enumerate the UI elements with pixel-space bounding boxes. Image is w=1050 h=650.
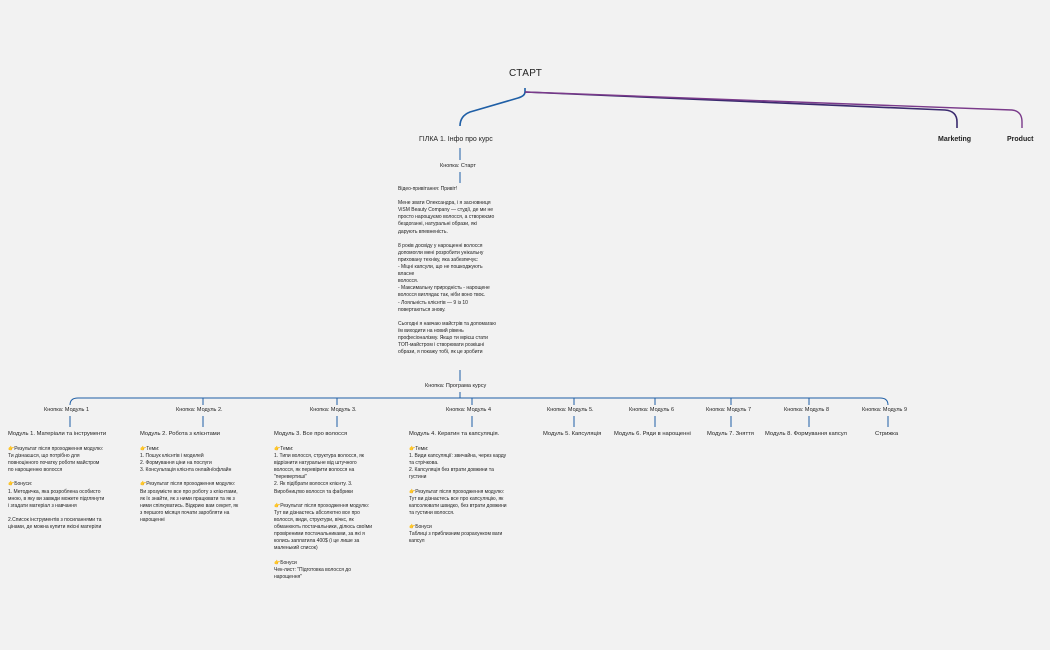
intro-text-node[interactable]: Відео-привітання: Привіт! Мене звати Оле…	[398, 186, 496, 356]
module-4-body[interactable]: 👉Теми: 1. Види капсуляції: звичайна, чер…	[409, 446, 507, 545]
edge-root-product	[524, 91, 1023, 128]
root-node[interactable]: СТАРТ	[509, 68, 543, 79]
module-6-button[interactable]: Кнопка: Модуль 6	[629, 407, 675, 413]
module-8-button[interactable]: Кнопка: Модуль 8	[784, 407, 830, 413]
branch-main[interactable]: ГІЛКА 1. Інфо про курс	[419, 136, 493, 143]
module-9-button[interactable]: Кнопка: Модуль 9	[862, 407, 908, 413]
module-1-body[interactable]: 👉Результат після проходження модулю: Ти …	[8, 446, 105, 531]
module-3-title[interactable]: Модуль 3. Все про волосся	[274, 431, 348, 437]
edge-root-main	[459, 88, 526, 127]
module-8-title[interactable]: Модуль 8. Формування капсул	[765, 431, 847, 437]
module-1-title[interactable]: Модуль 1. Матеріали та інструменти	[8, 431, 107, 437]
edge-root-marketing	[524, 91, 958, 128]
module-4-title[interactable]: Модуль 4. Кератин та капсуляція.	[409, 431, 500, 437]
edge-bus	[69, 397, 889, 406]
module-7-title[interactable]: Модуль 7. Зняття	[707, 431, 754, 437]
module-3-button[interactable]: Кнопка: Модуль 3.	[310, 407, 357, 413]
program-button-node[interactable]: Кнопка: Програма курсу	[425, 383, 487, 389]
module-5-title[interactable]: Модуль 5. Капсуляція	[543, 431, 602, 437]
module-4-button[interactable]: Кнопка: Модуль 4	[446, 407, 492, 413]
branch-product[interactable]: Product	[1007, 136, 1034, 143]
module-3-body[interactable]: 👉Теми: 1. Типи волосся, структура волосс…	[274, 446, 372, 580]
module-9-title[interactable]: Стрижка	[875, 431, 899, 437]
module-6-title[interactable]: Модуль 6. Ряди в нарощенні	[614, 431, 691, 437]
module-2-button[interactable]: Кнопка: Модуль 2.	[176, 407, 223, 413]
module-1-button[interactable]: Кнопка: Модуль 1	[44, 407, 90, 413]
branch-marketing[interactable]: Marketing	[938, 136, 972, 143]
module-2-title[interactable]: Модуль 2. Робота з клієнтами	[140, 431, 221, 437]
start-button-node[interactable]: Кнопка: Старт	[440, 163, 476, 169]
module-5-button[interactable]: Кнопка: Модуль 5.	[547, 407, 594, 413]
module-2-body[interactable]: 👉Теми: 1. Пошук клієнтів і моделей 2. Фо…	[140, 446, 239, 523]
module-7-button[interactable]: Кнопка: Модуль 7	[706, 407, 752, 413]
